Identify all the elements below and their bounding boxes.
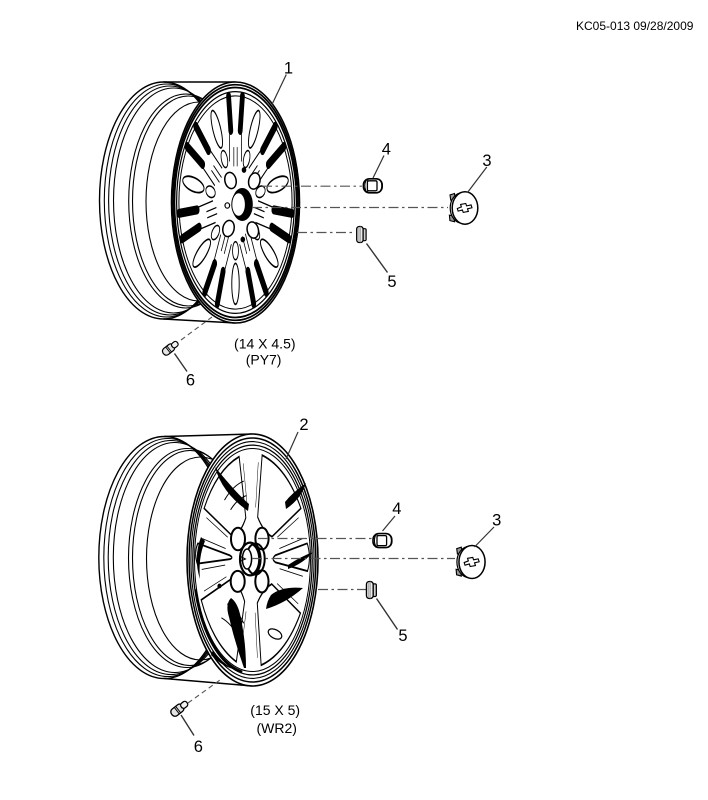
svg-text:3: 3 — [492, 512, 501, 530]
svg-text:1: 1 — [284, 60, 293, 78]
svg-text:(14 X 4.5): (14 X 4.5) — [234, 336, 295, 352]
svg-text:4: 4 — [382, 141, 391, 159]
svg-text:(WR2): (WR2) — [256, 720, 296, 736]
svg-text:(PY7): (PY7) — [246, 352, 282, 368]
svg-text:2: 2 — [299, 416, 308, 434]
svg-text:(15 X 5): (15 X 5) — [250, 702, 300, 718]
svg-text:3: 3 — [482, 152, 491, 170]
svg-text:5: 5 — [387, 273, 396, 291]
svg-text:6: 6 — [194, 738, 203, 756]
svg-text:6: 6 — [186, 372, 195, 390]
svg-text:5: 5 — [398, 627, 407, 645]
svg-text:4: 4 — [392, 500, 401, 518]
svg-text:KC05-013 09/28/2009: KC05-013 09/28/2009 — [576, 19, 694, 33]
